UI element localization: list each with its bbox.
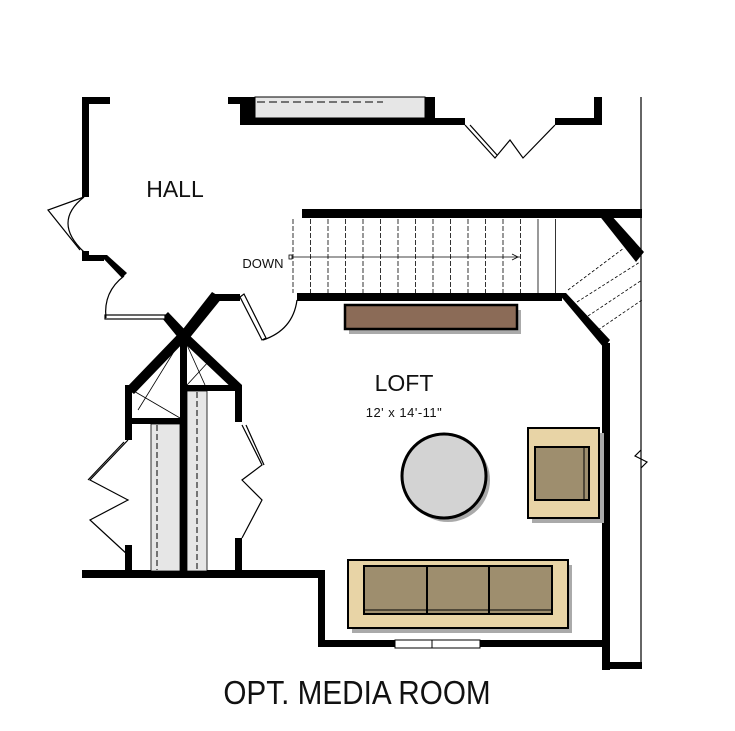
doors [47,124,556,556]
exterior-wall-line [633,97,649,668]
ottoman [400,432,490,522]
room-dimensions-loft: 12' x 14'-11" [365,405,443,420]
staircase [288,219,643,331]
stair-label-down: DOWN [242,256,284,271]
room-label-loft: LOFT [374,370,434,396]
window-top [254,96,426,119]
bench [343,303,521,334]
room-label-hall: HALL [146,176,204,202]
sofa [347,559,572,633]
window-bottom [394,639,481,649]
armchair [527,427,604,523]
plan-title: OPT. MEDIA ROOM [223,674,491,711]
closet-shelves [131,344,211,572]
